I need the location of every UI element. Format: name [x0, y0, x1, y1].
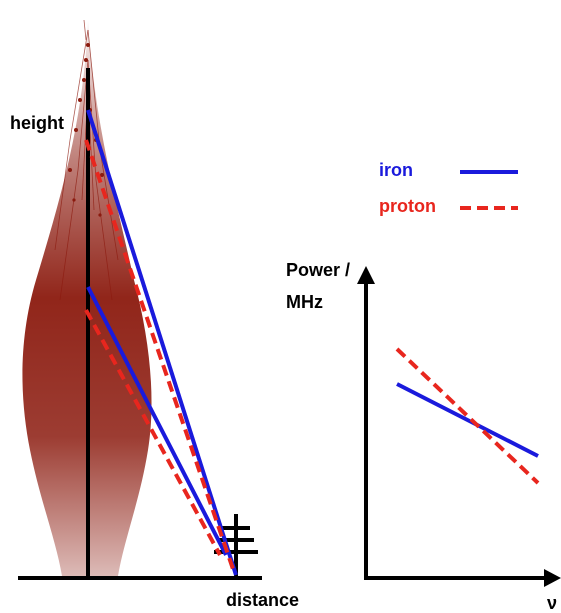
particle-dots — [68, 43, 104, 217]
proton-ray-lower — [84, 309, 222, 556]
legend-iron-label: iron — [379, 160, 413, 180]
iron-ray-lower — [86, 286, 228, 556]
x-axis-arrow — [544, 569, 561, 587]
rays — [84, 109, 238, 576]
power-axis-label-line2: MHz — [286, 292, 323, 312]
y-axis-arrow — [357, 266, 375, 284]
legend-proton-label: proton — [379, 196, 436, 216]
spectrum-axes — [357, 266, 561, 587]
proton-spectrum — [395, 347, 540, 485]
iron-ray-upper — [86, 109, 238, 576]
height-label: height — [10, 113, 64, 133]
distance-label: distance — [226, 590, 300, 610]
proton-ray-upper — [84, 139, 236, 573]
power-axis-label-line1: Power / — [286, 260, 351, 280]
legend — [460, 170, 518, 210]
iron-spectrum — [396, 382, 539, 458]
spectrum-lines — [395, 347, 540, 485]
air-shower — [22, 19, 152, 578]
frequency-axis-label: ν — [547, 593, 558, 613]
